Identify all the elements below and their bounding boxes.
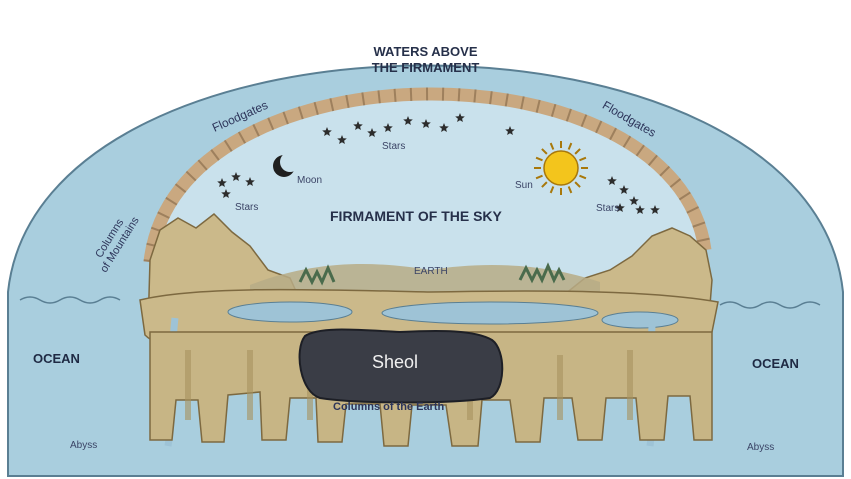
abyss-left-label: Abyss: [70, 440, 97, 451]
moon-label: Moon: [297, 175, 322, 186]
abyss-right-label: Abyss: [747, 442, 774, 453]
stars-right-label: Stars: [596, 203, 619, 214]
left-lake: [228, 302, 352, 322]
right-lake: [602, 312, 678, 328]
sheol-label: Sheol: [372, 352, 418, 373]
earth-label: EARTH: [414, 266, 448, 277]
ocean-left-label: OCEAN: [33, 351, 80, 366]
ocean-right-label: OCEAN: [752, 356, 799, 371]
stars-top-label: Stars: [382, 141, 405, 152]
columns-of-earth-label: Columns of the Earth: [333, 401, 444, 413]
sun-label: Sun: [515, 180, 533, 191]
moon-crescent-cut: [280, 152, 300, 172]
waters-above-line-2: THE FIRMAMENT: [0, 60, 851, 76]
waters-above-label: WATERS ABOVE THE FIRMAMENT: [0, 44, 851, 76]
center-lake: [382, 302, 598, 324]
firmament-label: FIRMAMENT OF THE SKY: [330, 208, 502, 224]
waters-above-line-1: WATERS ABOVE: [0, 44, 851, 60]
stars-left-label: Stars: [235, 202, 258, 213]
